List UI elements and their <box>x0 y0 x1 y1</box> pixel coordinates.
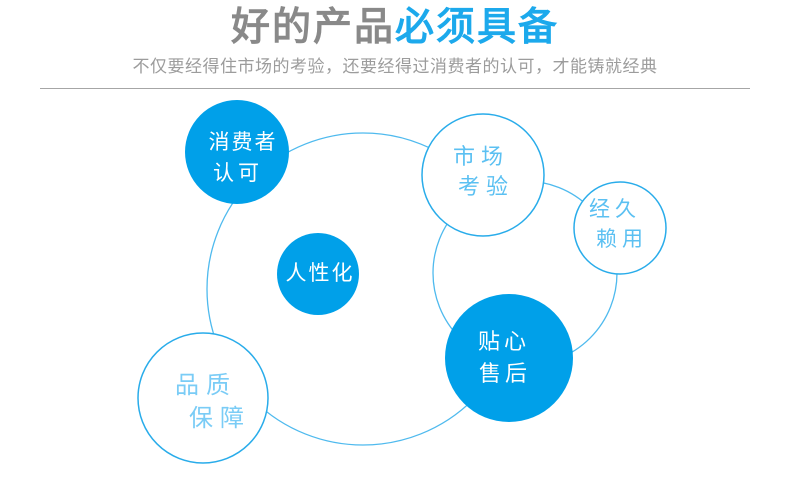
node-market-test-label-line2: 考验 <box>458 174 514 199</box>
node-quality-assurance-label-line1: 品质 <box>175 372 237 399</box>
node-consumer-recognition-circle <box>185 100 289 204</box>
node-consumer-recognition-label-line1: 消费者 <box>209 131 278 154</box>
node-durable-reliable-circle <box>573 181 667 275</box>
node-consumer-recognition: 消费者 认可 <box>185 100 289 204</box>
node-quality-assurance: 品质 保障 <box>137 332 269 464</box>
page-title-gray-part: 好的产品 <box>230 6 395 49</box>
node-durable-reliable-label-line1: 经久 <box>589 198 641 221</box>
node-caring-after-sales-label-line1: 贴心 <box>478 329 530 354</box>
node-humanized-circle <box>277 233 359 315</box>
node-caring-after-sales-circle <box>445 294 573 422</box>
node-market-test-circle <box>421 113 545 237</box>
node-quality-assurance-circle <box>137 332 269 464</box>
node-caring-after-sales: 贴心 售后 <box>445 294 573 422</box>
header: 好的产品必须具备 不仅要经得住市场的考验，还要经得过消费者的认可，才能铸就经典 <box>0 0 790 78</box>
node-quality-assurance-label-line2: 保障 <box>189 405 251 432</box>
page-subtitle: 不仅要经得住市场的考验，还要经得过消费者的认可，才能铸就经典 <box>132 57 658 76</box>
node-market-test: 市场 考验 <box>421 113 545 237</box>
page-title-blue-part: 必须具备 <box>395 6 560 49</box>
node-market-test-label-line1: 市场 <box>453 144 509 169</box>
node-consumer-recognition-label-line2: 认可 <box>213 162 263 185</box>
page-title: 好的产品必须具备 <box>0 4 790 52</box>
node-durable-reliable: 经久 赖用 <box>573 181 667 275</box>
node-humanized: 人性化 <box>277 233 359 315</box>
node-caring-after-sales-label-line2: 售后 <box>479 361 531 386</box>
header-divider <box>40 88 750 89</box>
node-humanized-label-line1: 人性化 <box>286 262 355 285</box>
node-durable-reliable-label-line2: 赖用 <box>596 228 648 251</box>
